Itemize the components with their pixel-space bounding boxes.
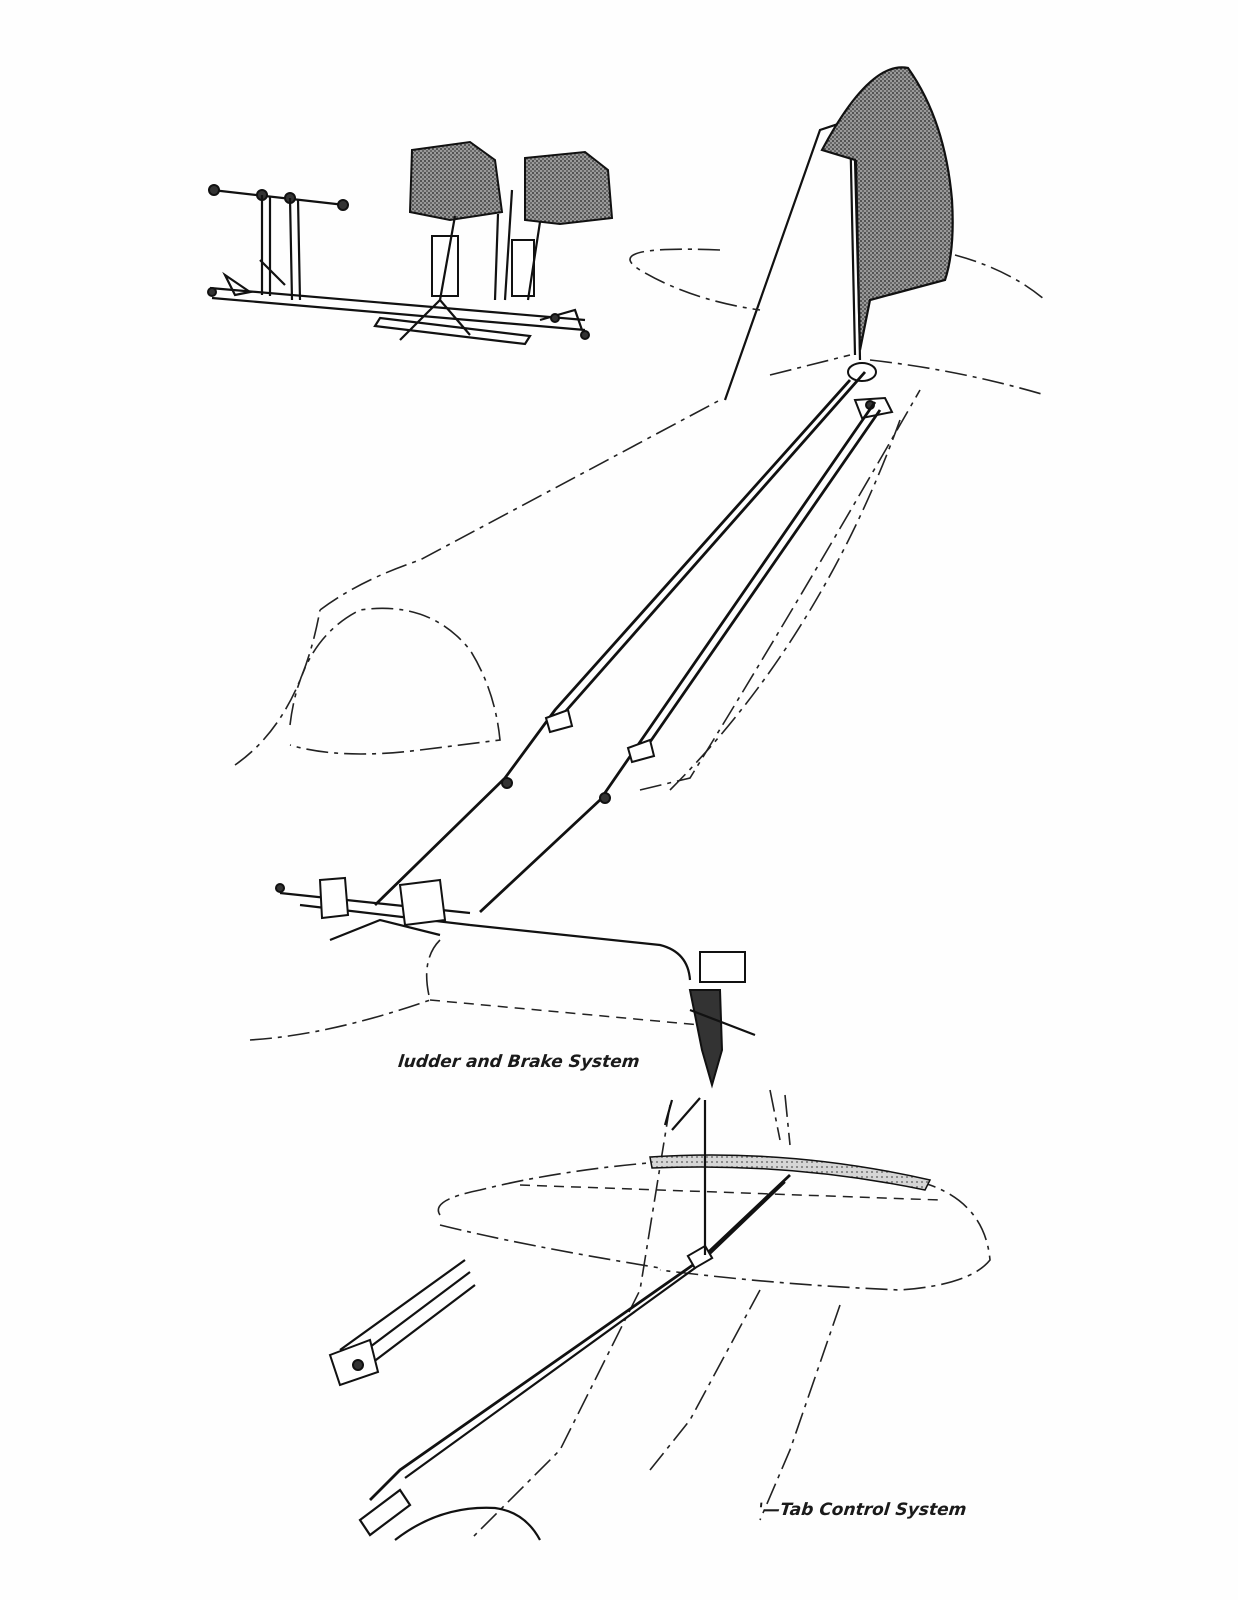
rudder-cable-left-lower	[563, 371, 867, 713]
rudder-horn	[847, 362, 877, 382]
fuselage-bottom-line	[639, 389, 921, 791]
rudder-cable-left-upper	[374, 379, 852, 907]
cable-fairlead	[544, 708, 574, 734]
axle-line	[689, 1008, 756, 1037]
pedal-unit	[398, 878, 447, 927]
stabilizer-right-top	[954, 254, 1046, 301]
tab-fuselage-line	[759, 1304, 841, 1521]
pedal-arm	[438, 189, 542, 301]
tab-control-caption: '—Tab Control System	[756, 1500, 968, 1520]
stabilizer-left	[629, 248, 761, 311]
fuselage-top-line	[319, 399, 721, 611]
cable-turnbuckle	[501, 777, 513, 789]
rudder-cable-right-upper	[479, 401, 877, 914]
stabilizer-root	[769, 354, 851, 376]
pedal-bolt	[580, 330, 590, 340]
tab-control-illustration	[328, 1089, 991, 1541]
tab-fin-leading-edge	[469, 1104, 671, 1541]
cable-fairlead	[626, 738, 656, 764]
brake-pedal-pad	[408, 140, 504, 222]
rudder-pedal-detail	[207, 140, 614, 346]
tab-fin-edge	[769, 1089, 781, 1141]
fuselage-outline	[234, 118, 1046, 791]
tab-stabilizer-trailing	[439, 1224, 661, 1269]
tab-stabilizer-right	[649, 1156, 991, 1291]
cable-turnbuckle	[599, 792, 611, 804]
pedal-post	[260, 195, 302, 301]
pedal-base-plate	[373, 316, 532, 346]
tab-cable-bracket	[358, 1488, 412, 1537]
tab-control-cable	[369, 1173, 791, 1501]
landing-gear-strut	[688, 989, 724, 1089]
stabilizer-right-bottom	[869, 359, 1046, 396]
brake-pedal-pad	[524, 150, 614, 226]
tab-stabilizer-left	[437, 1161, 661, 1216]
rudder-hinge-post	[854, 159, 862, 361]
pedal-cross-bar	[211, 188, 346, 207]
pedal-linkage	[222, 259, 286, 297]
vertical-fin	[723, 118, 857, 401]
pedal-knob	[337, 199, 349, 211]
pedal-installation	[275, 876, 756, 1089]
rudder-surface	[820, 66, 954, 351]
tab-fin-tip	[663, 1097, 701, 1131]
pedal-base-rail	[209, 286, 586, 332]
rudder-brake-caption: ludder and Brake System	[396, 1052, 641, 1072]
wing-leading-edge	[429, 999, 701, 1026]
tab-fuselage-line	[649, 1289, 761, 1471]
tab-fin-trailing-edge	[784, 1094, 791, 1146]
brake-line	[469, 923, 692, 981]
brake-master-unit	[699, 951, 746, 983]
pedal-bolt	[207, 287, 217, 297]
elevator-trim-tab	[649, 1154, 932, 1191]
pedal-linkage	[329, 918, 441, 942]
tab-elevator-hinge	[519, 1184, 941, 1201]
rudder-cable-right-lower	[648, 409, 882, 743]
rudder-cables	[374, 371, 882, 914]
tab-fuselage-arc	[394, 1506, 541, 1541]
tab-control-cable-return	[404, 1181, 786, 1479]
pedal-bolt	[550, 313, 560, 323]
fuselage-nose-line	[234, 609, 321, 766]
canopy-outline	[289, 607, 501, 755]
tab-control-wheel-hub	[352, 1359, 364, 1371]
pedal-unit	[318, 876, 350, 920]
wing-root-outline	[249, 939, 441, 1041]
fuselage-side-line	[669, 419, 901, 791]
pedal-knob	[208, 184, 220, 196]
pedal-knob	[275, 883, 285, 893]
